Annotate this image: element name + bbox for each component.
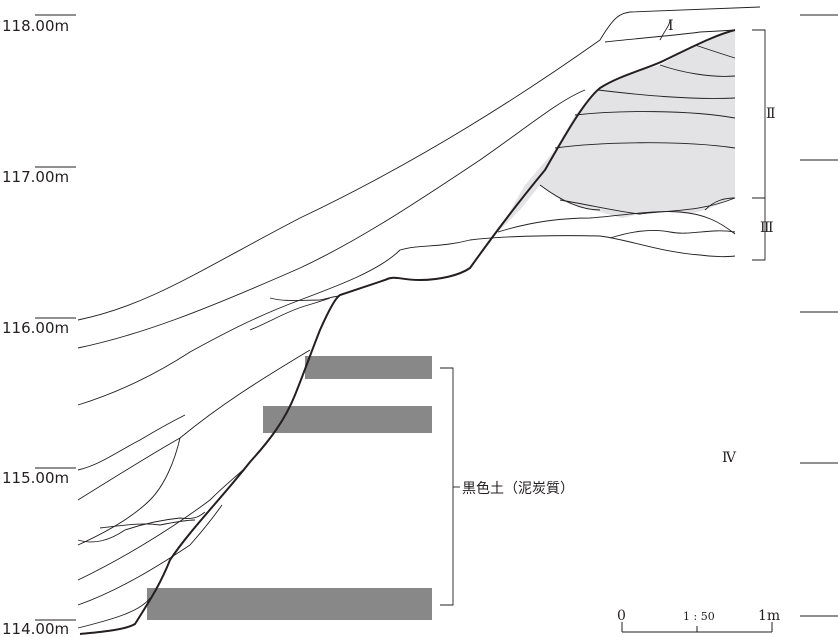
scale-one-meter-label: 1m: [758, 608, 780, 624]
layer-brackets: [440, 29, 766, 606]
peat-bars: [147, 356, 432, 620]
elevation-label-115: 115.00m: [2, 469, 69, 487]
strata-boundaries: [77, 6, 761, 629]
layer-label-iv: Ⅳ: [722, 450, 737, 466]
peat-bar-upper: [305, 356, 432, 379]
layer-label-iii: Ⅲ: [760, 220, 774, 236]
elevation-axis: 118.00m 117.00m 116.00m 115.00m 114.00m: [2, 14, 76, 637]
layer-2-3-shaded-area: [498, 30, 735, 232]
elevation-label-118: 118.00m: [2, 17, 69, 35]
elevation-label-114: 114.00m: [2, 620, 69, 637]
scale-ratio-label: 1 : 50: [683, 610, 715, 623]
black-soil-annotation: 黒色土（泥炭質）: [462, 480, 574, 497]
right-elevation-ticks: [800, 14, 838, 617]
elevation-label-117: 117.00m: [2, 168, 69, 186]
scale-bar: 0 1 : 50 1m: [617, 608, 780, 633]
elevation-label-116: 116.00m: [2, 319, 69, 337]
scale-zero-label: 0: [617, 608, 626, 624]
excavation-outline: [79, 29, 736, 635]
peat-bar-lower: [147, 588, 432, 620]
ground-surface-line: [77, 6, 761, 321]
layer-label-ii: Ⅱ: [766, 106, 776, 122]
peat-bar-middle: [263, 406, 432, 433]
layer-label-i: I: [668, 18, 674, 34]
